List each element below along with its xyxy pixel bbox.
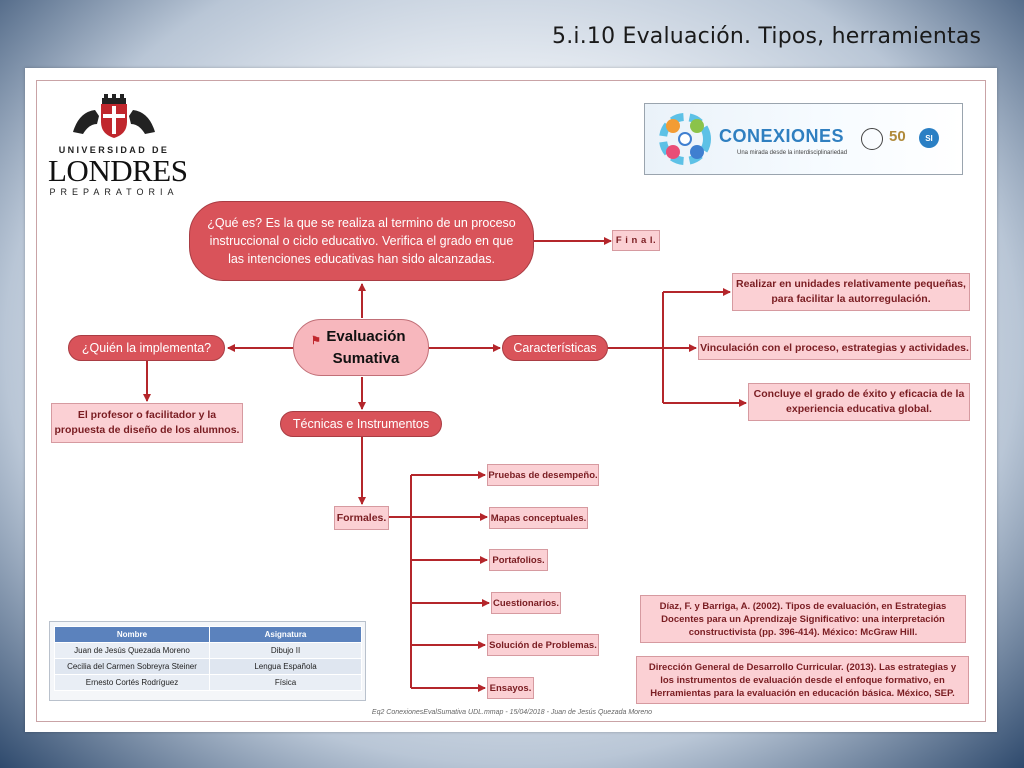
- reference-2: Dirección General de Desarrollo Curricul…: [636, 656, 969, 704]
- formal-item[interactable]: Portafolios.: [489, 549, 548, 571]
- logo-line-1: UNIVERSIDAD DE: [58, 145, 170, 155]
- table-header-asignatura: Asignatura: [209, 626, 362, 643]
- formal-item[interactable]: Mapas conceptuales.: [489, 507, 588, 529]
- slide-title: 5.i.10 Evaluación. Tipos, herramientas: [552, 24, 982, 49]
- characteristic-item[interactable]: Vinculación con el proceso, estrategias …: [698, 336, 971, 360]
- banner-subtitle: Una mirada desde la interdisciplinarieda…: [737, 150, 848, 156]
- logo-line-2: LONDRES: [48, 153, 188, 188]
- universidad-de-londres-logo: UNIVERSIDAD DE LONDRES PREPARATORIA: [48, 94, 188, 197]
- file-footer: Eq2 ConexionesEvalSumativa UDL.mmap - 15…: [371, 709, 653, 716]
- definition-node[interactable]: ¿Qué es? Es la que se realiza al termino…: [189, 201, 534, 281]
- characteristics-node[interactable]: Características: [502, 335, 608, 361]
- banner-title: CONEXIONES: [719, 126, 845, 146]
- crest-icon: [73, 94, 155, 138]
- table-cell: Ernesto Cortés Rodríguez: [54, 674, 210, 691]
- table-row: Cecilia del Carmen Sobreyra Steiner Leng…: [54, 658, 362, 675]
- reference-1: Díaz, F. y Barriga, A. (2002). Tipos de …: [640, 595, 966, 643]
- table-cell: Juan de Jesús Quezada Moreno: [54, 642, 210, 659]
- conexiones-banner: CONEXIONES Una mirada desde la interdisc…: [644, 103, 963, 175]
- table-cell: Lengua Española: [209, 658, 362, 675]
- central-node-evaluacion-sumativa[interactable]: ⚑ Evaluación Sumativa: [293, 319, 429, 376]
- formal-item[interactable]: Ensayos.: [487, 677, 534, 699]
- flag-icon: ⚑: [311, 335, 321, 347]
- formal-item[interactable]: Cuestionarios.: [491, 592, 561, 614]
- table-cell: Cecilia del Carmen Sobreyra Steiner: [54, 658, 210, 675]
- logo-line-3: PREPARATORIA: [49, 187, 179, 197]
- formal-item[interactable]: Pruebas de desempeño.: [487, 464, 599, 486]
- badge-si: SI: [919, 128, 939, 148]
- authors-table: Nombre Asignatura Juan de Jesús Quezada …: [49, 621, 366, 701]
- badge-50: 50: [889, 128, 906, 145]
- who-implements-node[interactable]: ¿Quién la implementa?: [68, 335, 225, 361]
- techniques-node[interactable]: Técnicas e Instrumentos: [280, 411, 442, 437]
- central-line-2: Sumativa: [332, 349, 400, 367]
- characteristic-item[interactable]: Concluye el grado de éxito y eficacia de…: [748, 383, 970, 421]
- table-row: Juan de Jesús Quezada Moreno Dibujo II: [54, 642, 362, 659]
- table-header-nombre: Nombre: [54, 626, 210, 643]
- unam-seal-icon: [861, 128, 883, 150]
- conexiones-logo-icon: [659, 113, 711, 165]
- table-cell: Dibujo II: [209, 642, 362, 659]
- characteristic-item[interactable]: Realizar en unidades relativamente peque…: [732, 273, 970, 311]
- who-answer-node[interactable]: El profesor o facilitador y la propuesta…: [51, 403, 243, 443]
- table-cell: Física: [209, 674, 362, 691]
- final-node[interactable]: F i n a l.: [612, 230, 660, 251]
- formal-item[interactable]: Solución de Problemas.: [487, 634, 599, 656]
- table-row: Ernesto Cortés Rodríguez Física: [54, 674, 362, 691]
- formales-node[interactable]: Formales.: [334, 506, 389, 530]
- central-line-1: Evaluación: [326, 327, 406, 345]
